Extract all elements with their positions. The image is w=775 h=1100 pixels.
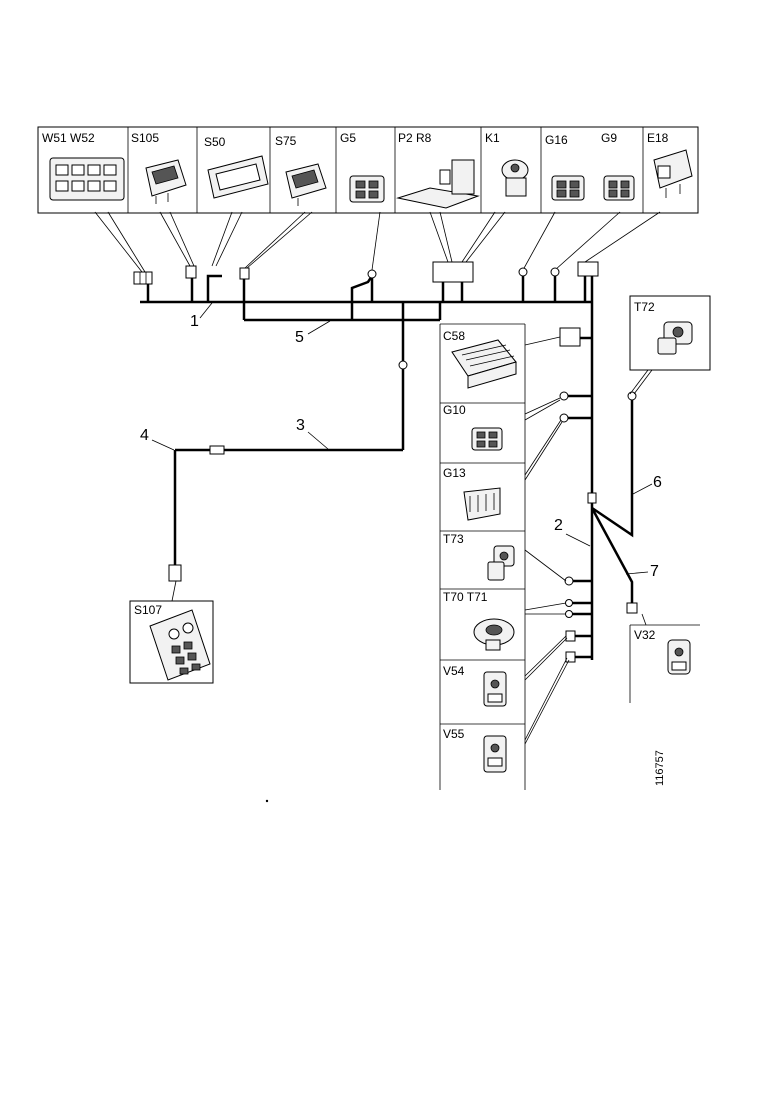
harness-main-trunk	[140, 274, 594, 304]
label-s105: S105	[131, 131, 159, 145]
harness-number-1: 1	[190, 313, 199, 330]
harness-number-2: 2	[554, 517, 563, 534]
harness-number-6: 6	[653, 474, 662, 491]
s75-rocker-switch-icon	[285, 163, 327, 206]
stray-mark	[265, 799, 269, 803]
label-s75: S75	[275, 134, 297, 148]
connector-g9	[550, 267, 560, 277]
t70-t71-sensor-icon	[473, 618, 515, 651]
k1-relay-icon	[501, 159, 529, 197]
t73-sensor-icon	[487, 545, 515, 581]
connector-t70	[565, 599, 573, 607]
s107-keypad-icon	[149, 609, 211, 681]
connector-harness-3	[398, 360, 408, 370]
harness-connectors-top	[133, 261, 599, 285]
connector-p2-r8-k1	[432, 261, 474, 283]
connector-harness-2-branch	[587, 492, 597, 504]
label-g5: G5	[340, 131, 356, 145]
drawing-code: 116757	[654, 750, 666, 786]
c58-control-unit-icon	[451, 339, 517, 389]
g13-connector-icon	[463, 487, 501, 521]
label-g16: G16	[545, 133, 568, 147]
connector-g10	[559, 391, 569, 401]
g16-connector-icon	[551, 175, 585, 201]
connector-s105	[185, 265, 197, 279]
label-v32: V32	[634, 628, 656, 642]
top-component-strip: W51 W52 S105 S50 S75 G5 P2 R8 K1 G16 G9 …	[37, 126, 699, 214]
s50-switch-icon	[207, 155, 269, 199]
label-w51-w52: W51 W52	[42, 131, 95, 145]
harness-6-7	[590, 391, 638, 614]
connector-t71	[565, 610, 573, 618]
label-g13: G13	[443, 466, 466, 480]
s105-rocker-switch-icon	[145, 159, 187, 204]
label-v55: V55	[443, 727, 465, 741]
right-component-column: C58 G10 G13 T73 T70 T71 V54 V55	[439, 323, 570, 790]
label-g9: G9	[601, 131, 617, 145]
harness-5	[242, 302, 442, 322]
top-strip-frame	[37, 126, 699, 214]
label-t73: T73	[443, 532, 464, 546]
g5-connector-icon	[349, 175, 385, 203]
connector-g16	[518, 267, 528, 277]
g9-connector-icon	[603, 175, 635, 201]
connector-e18	[577, 261, 599, 277]
connector-harness-3-inline	[209, 445, 225, 455]
label-t72: T72	[634, 300, 655, 314]
connector-w51	[133, 271, 153, 285]
harness-number-4: 4	[140, 427, 149, 444]
connector-v54	[565, 630, 576, 642]
harness-numbers: 1 2 3 4 5 6 7	[140, 302, 662, 580]
connector-t73	[564, 576, 574, 586]
v32-valve-icon	[667, 639, 691, 675]
connector-v32	[626, 602, 638, 614]
label-p2-r8: P2 R8	[398, 131, 432, 145]
connector-g5	[367, 269, 377, 279]
t72-sensor-icon	[657, 321, 693, 355]
harness-number-3: 3	[296, 417, 305, 434]
v32-component-box: V32	[629, 613, 700, 703]
harness-3-4	[168, 302, 408, 582]
w51-w52-switch-panel-icon	[49, 157, 125, 201]
connector-v55	[565, 651, 576, 663]
label-s50: S50	[204, 135, 226, 149]
label-g10: G10	[443, 403, 466, 417]
label-s107: S107	[134, 603, 162, 617]
connector-c58	[559, 327, 581, 347]
connector-s75	[239, 267, 250, 280]
connector-g13	[559, 413, 569, 423]
label-v54: V54	[443, 664, 465, 678]
label-e18: E18	[647, 131, 669, 145]
t72-component-box: T72	[629, 295, 711, 395]
label-c58: C58	[443, 329, 465, 343]
label-t70-t71: T70 T71	[443, 590, 488, 604]
e18-unit-icon	[653, 149, 693, 198]
connector-s107	[168, 564, 182, 582]
p2-r8-board-icon	[396, 159, 480, 209]
harness-number-5: 5	[295, 329, 304, 346]
s107-component-box: S107	[129, 580, 214, 684]
v54-valve-icon	[483, 671, 507, 707]
harness-number-7: 7	[650, 563, 659, 580]
top-leader-lines	[94, 211, 661, 273]
harness-2	[559, 302, 597, 663]
label-k1: K1	[485, 131, 500, 145]
g10-connector-icon	[471, 427, 503, 451]
v55-valve-icon	[483, 735, 507, 773]
